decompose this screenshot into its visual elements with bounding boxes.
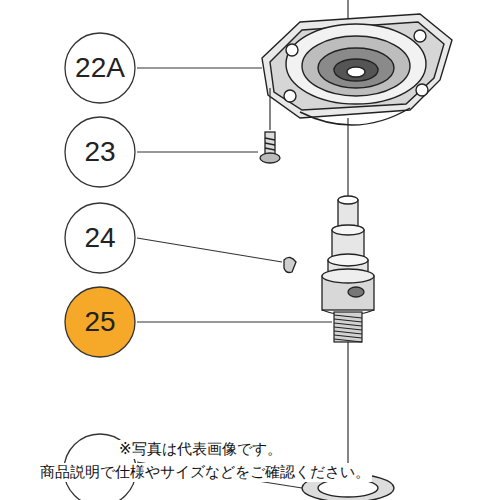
note-text: 商品説明で仕様やサイズなどをご確認ください。 (38, 463, 372, 482)
coil-stroke (334, 335, 362, 338)
callout-label: 23 (84, 136, 115, 168)
coil-stroke (334, 319, 362, 322)
leader-line (137, 321, 332, 322)
gear-housing (262, 14, 452, 125)
callout-label: 22A (75, 52, 125, 84)
leader-line (137, 238, 282, 262)
key (284, 257, 296, 272)
note-text: ※写真は代表画像です。 (117, 440, 284, 459)
spindle (322, 196, 374, 315)
axis-line (269, 88, 270, 130)
callout-label: 24 (84, 222, 115, 254)
coil-stroke (334, 339, 362, 342)
callout-number: 22A (64, 32, 136, 104)
coil-stroke (334, 331, 362, 334)
leader-line (137, 151, 258, 152)
leader-line (137, 67, 262, 68)
callout-number: 24 (64, 202, 136, 274)
screw (260, 132, 280, 163)
coil-stroke (334, 323, 362, 326)
spring (334, 312, 362, 342)
callout-number: 23 (64, 116, 136, 188)
coil-stroke (334, 315, 362, 318)
axis-line (347, 118, 348, 200)
callout-number: 25 (64, 286, 136, 358)
callout-label: 25 (84, 306, 115, 338)
coil-stroke (334, 327, 362, 330)
axis-line (347, 340, 348, 478)
